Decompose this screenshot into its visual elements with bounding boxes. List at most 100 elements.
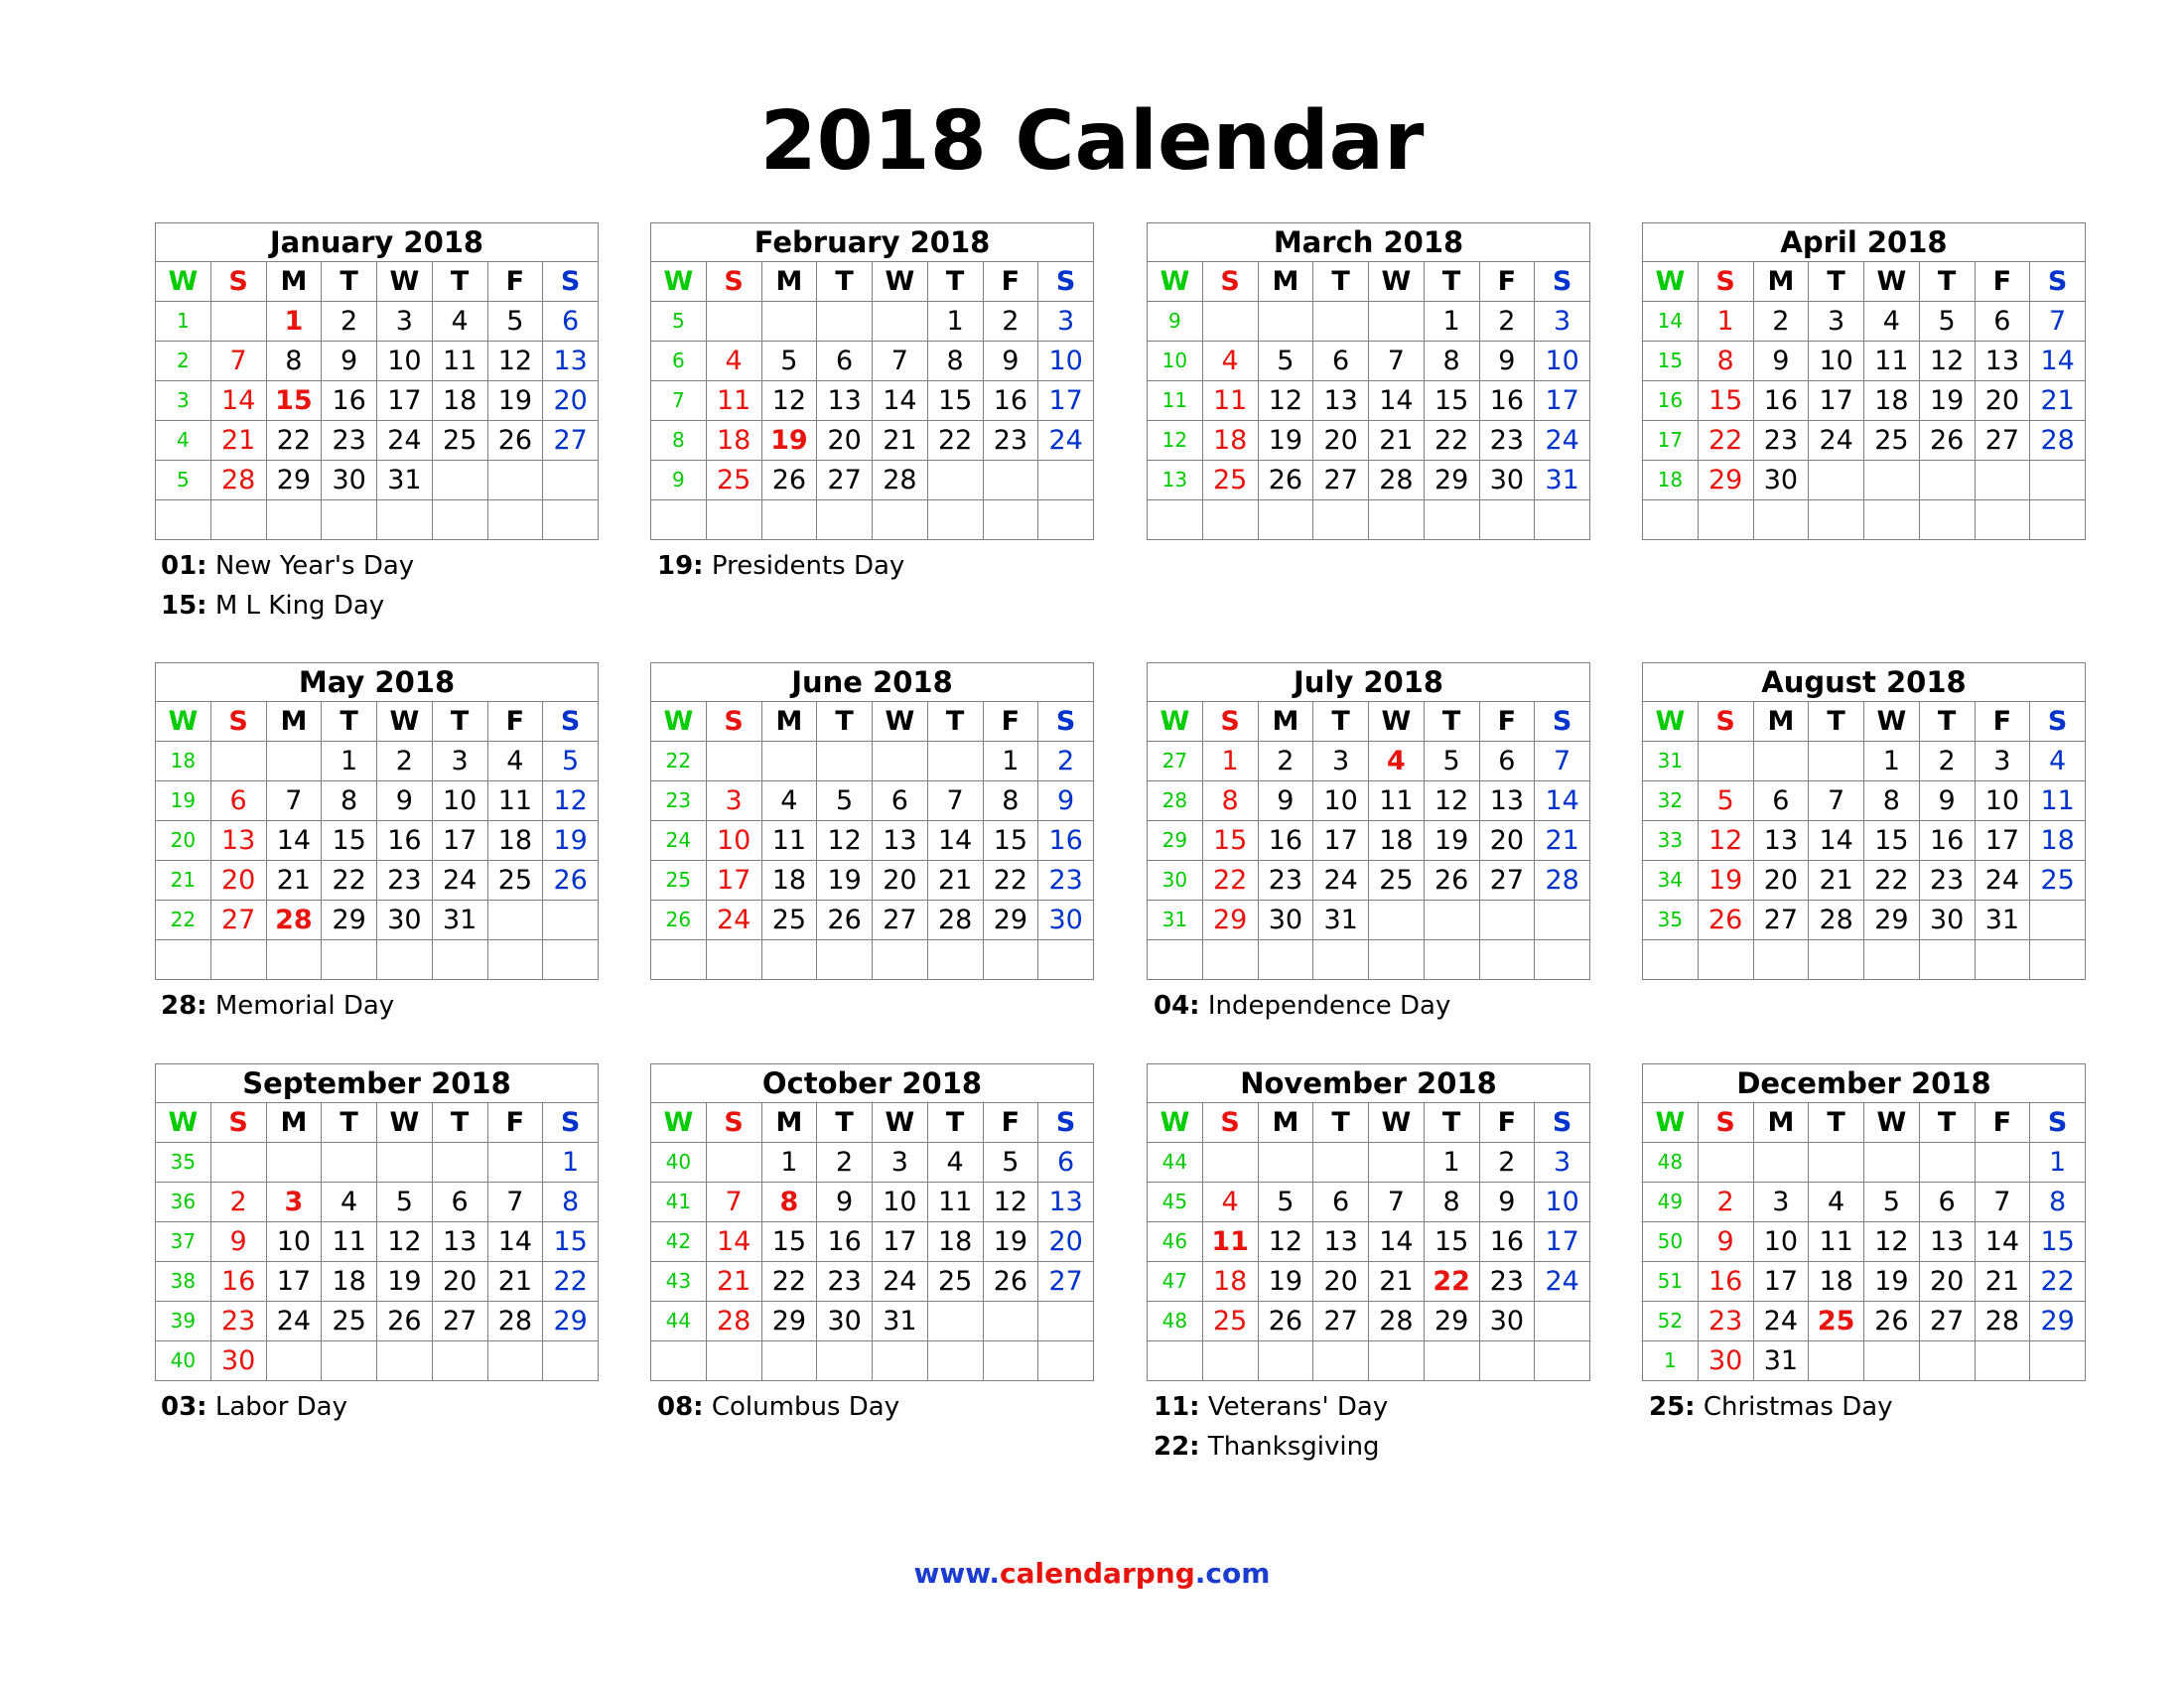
week-number	[1642, 499, 1699, 540]
day-cell: 27	[1752, 900, 1810, 940]
day-cell: 10	[872, 1182, 928, 1222]
day-cell: 30	[1752, 460, 1810, 500]
website-footer[interactable]: www.calendarpng.com	[0, 1557, 2184, 1590]
day-cell: 14	[486, 1221, 544, 1262]
weekday-header: W	[155, 1102, 211, 1143]
day-cell: 30	[1037, 900, 1094, 940]
day-cell	[431, 499, 488, 540]
day-cell	[705, 1142, 762, 1183]
week-number: 14	[1642, 301, 1699, 342]
day-cell: 9	[982, 341, 1039, 381]
holiday-list: 28: Memorial Day	[161, 986, 617, 1026]
day-cell: 23	[1478, 1261, 1536, 1302]
day-cell: 25	[1863, 420, 1920, 461]
day-cell: 24	[1534, 420, 1590, 461]
day-cell: 21	[1808, 860, 1864, 901]
day-cell: 23	[1478, 420, 1536, 461]
weekday-header: M	[1257, 1102, 1314, 1143]
day-cell: 14	[1368, 380, 1425, 421]
holiday-date: 28:	[161, 991, 207, 1021]
day-cell: 14	[1368, 1221, 1425, 1262]
day-cell: 22	[1423, 1261, 1480, 1302]
weekday-header: T	[1808, 1102, 1864, 1143]
day-cell: 23	[816, 1261, 873, 1302]
day-cell: 13	[816, 380, 873, 421]
day-cell: 21	[1368, 1261, 1425, 1302]
day-cell: 11	[1201, 380, 1259, 421]
day-cell: 21	[872, 420, 928, 461]
day-cell: 21	[705, 1261, 762, 1302]
day-cell: 5	[376, 1182, 433, 1222]
day-cell	[1863, 939, 1920, 980]
day-cell: 1	[265, 301, 323, 342]
day-cell	[209, 1142, 267, 1183]
weekday-header: T	[816, 1102, 873, 1143]
day-cell: 14	[1534, 780, 1590, 821]
month-name: April 2018	[1642, 222, 2086, 262]
day-cell: 15	[1863, 820, 1920, 861]
day-cell: 7	[705, 1182, 762, 1222]
week-number: 16	[1642, 380, 1699, 421]
weekday-header: S	[705, 1102, 762, 1143]
day-cell: 9	[1257, 780, 1314, 821]
day-cell: 4	[486, 741, 544, 781]
weekday-header: S	[1697, 1102, 1754, 1143]
day-cell: 5	[760, 341, 818, 381]
weekday-header: S	[2029, 701, 2086, 742]
day-cell: 18	[1368, 820, 1425, 861]
weekday-header: T	[431, 261, 488, 302]
day-cell: 24	[1808, 420, 1864, 461]
day-cell	[1534, 499, 1590, 540]
weekday-header: W	[376, 701, 433, 742]
week-number: 35	[1642, 900, 1699, 940]
weekday-header: S	[542, 261, 599, 302]
day-cell: 10	[1808, 341, 1864, 381]
day-cell	[542, 939, 599, 980]
holiday-name: M L King Day	[214, 591, 385, 621]
weekday-header: W	[1863, 261, 1920, 302]
day-cell: 2	[1257, 741, 1314, 781]
day-cell: 18	[321, 1261, 377, 1302]
day-cell	[376, 1142, 433, 1183]
weekday-header: S	[1201, 1102, 1259, 1143]
day-cell: 20	[431, 1261, 488, 1302]
day-cell	[1534, 900, 1590, 940]
day-cell: 15	[1697, 380, 1754, 421]
day-cell: 20	[1312, 1261, 1369, 1302]
day-cell: 26	[486, 420, 544, 461]
day-cell: 23	[1037, 860, 1094, 901]
weekday-header: F	[1478, 1102, 1536, 1143]
day-cell	[486, 460, 544, 500]
day-cell: 27	[1312, 1301, 1369, 1341]
footer-domain: calendarpng	[1000, 1557, 1195, 1590]
weekday-header: T	[926, 261, 984, 302]
day-cell: 5	[1257, 1182, 1314, 1222]
week-number: 28	[1147, 780, 1203, 821]
month-name: May 2018	[155, 662, 599, 702]
weekday-header: S	[1201, 701, 1259, 742]
day-cell: 14	[2029, 341, 2086, 381]
day-cell: 8	[1863, 780, 1920, 821]
month-name: November 2018	[1147, 1063, 1590, 1103]
day-cell	[1534, 939, 1590, 980]
day-cell: 30	[1478, 460, 1536, 500]
day-cell	[209, 301, 267, 342]
day-cell: 18	[760, 860, 818, 901]
day-cell	[265, 741, 323, 781]
day-cell: 26	[1697, 900, 1754, 940]
day-cell: 12	[760, 380, 818, 421]
day-cell	[321, 499, 377, 540]
